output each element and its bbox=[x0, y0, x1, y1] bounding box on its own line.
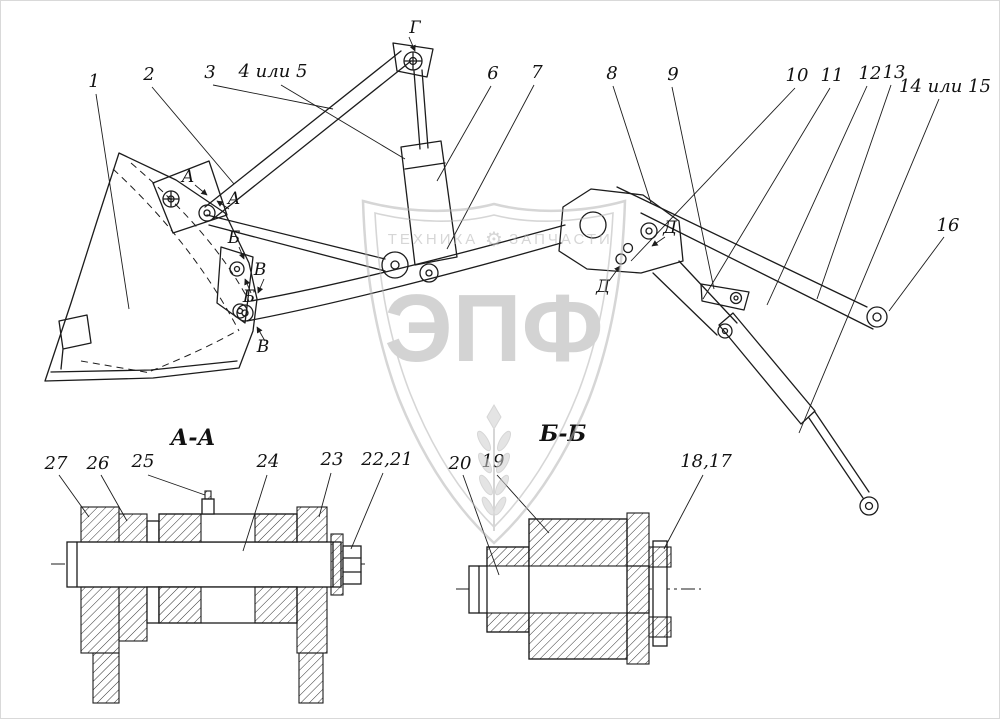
watermark-shield-outer bbox=[361, 199, 627, 545]
callout-3: 3 bbox=[204, 62, 215, 83]
cut-letter-d1: Д bbox=[595, 277, 611, 297]
callouts-main: 1 2 3 4 или 5 6 7 8 9 10 11 12 13 14 или… bbox=[88, 61, 991, 236]
watermark-gear-icon: ⚙ bbox=[485, 227, 503, 251]
callout-13: 13 bbox=[883, 62, 906, 83]
cut-letters: Г А А Б Б В В Д Д bbox=[181, 18, 679, 357]
cut-letter-a1: А bbox=[181, 167, 195, 187]
callout-27: 27 bbox=[44, 453, 68, 474]
section-bb-title: Б-Б bbox=[539, 421, 587, 447]
cut-letter-a2: А bbox=[227, 189, 241, 209]
leader-lines-aa bbox=[58, 472, 384, 552]
callout-14-15: 14 или 15 bbox=[899, 76, 991, 97]
callout-6: 6 bbox=[487, 63, 498, 84]
watermark-wheat-ornament bbox=[477, 404, 511, 531]
section-bb: Б-Б 20 19 18,17 bbox=[448, 421, 732, 665]
lift-cylinder bbox=[718, 312, 879, 516]
cut-letter-g: Г bbox=[408, 18, 421, 38]
callout-22-21: 22,21 bbox=[360, 449, 413, 470]
leader-lines-main bbox=[95, 84, 945, 434]
tilt-cylinder bbox=[381, 69, 458, 283]
callout-11: 11 bbox=[821, 65, 844, 86]
watermark: ТЕХНИКА ⚙ ЗАПЧАСТИ ЭПФ bbox=[361, 199, 627, 545]
callout-1: 1 bbox=[88, 71, 99, 92]
callout-26: 26 bbox=[86, 453, 110, 474]
callout-24: 24 bbox=[256, 451, 280, 472]
bucket-boom-link bbox=[206, 214, 386, 272]
cut-letter-v2: В bbox=[256, 337, 270, 357]
callout-10: 10 bbox=[786, 65, 809, 86]
section-cut-arrows bbox=[194, 36, 666, 342]
callout-4-5: 4 или 5 bbox=[238, 61, 308, 82]
bucket bbox=[44, 152, 258, 382]
cut-letter-b2: Б bbox=[242, 287, 256, 307]
callout-12: 12 bbox=[859, 63, 882, 84]
cut-letter-d2: Д bbox=[662, 218, 678, 238]
section-aa-title: А-А bbox=[169, 425, 216, 451]
watermark-text-zapchasti: ЗАПЧАСТИ bbox=[509, 231, 613, 248]
section-aa: А-А 27 26 bbox=[44, 425, 413, 704]
watermark-logo-epf: ЭПФ bbox=[384, 275, 603, 382]
tilt-link bbox=[204, 42, 434, 220]
cut-letter-v1: В bbox=[253, 260, 267, 280]
callout-20: 20 bbox=[448, 453, 472, 474]
boom bbox=[236, 186, 888, 339]
callout-2: 2 bbox=[142, 64, 154, 85]
callout-16: 16 bbox=[937, 215, 960, 236]
callout-7: 7 bbox=[531, 62, 543, 83]
callout-8: 8 bbox=[606, 63, 617, 84]
watermark-text-tehnika: ТЕХНИКА bbox=[388, 231, 479, 248]
callout-18-17: 18,17 bbox=[680, 451, 732, 472]
callout-25: 25 bbox=[131, 451, 155, 472]
cut-letter-b1: Б bbox=[227, 228, 241, 248]
callout-9: 9 bbox=[667, 64, 678, 85]
callout-23: 23 bbox=[320, 449, 344, 470]
